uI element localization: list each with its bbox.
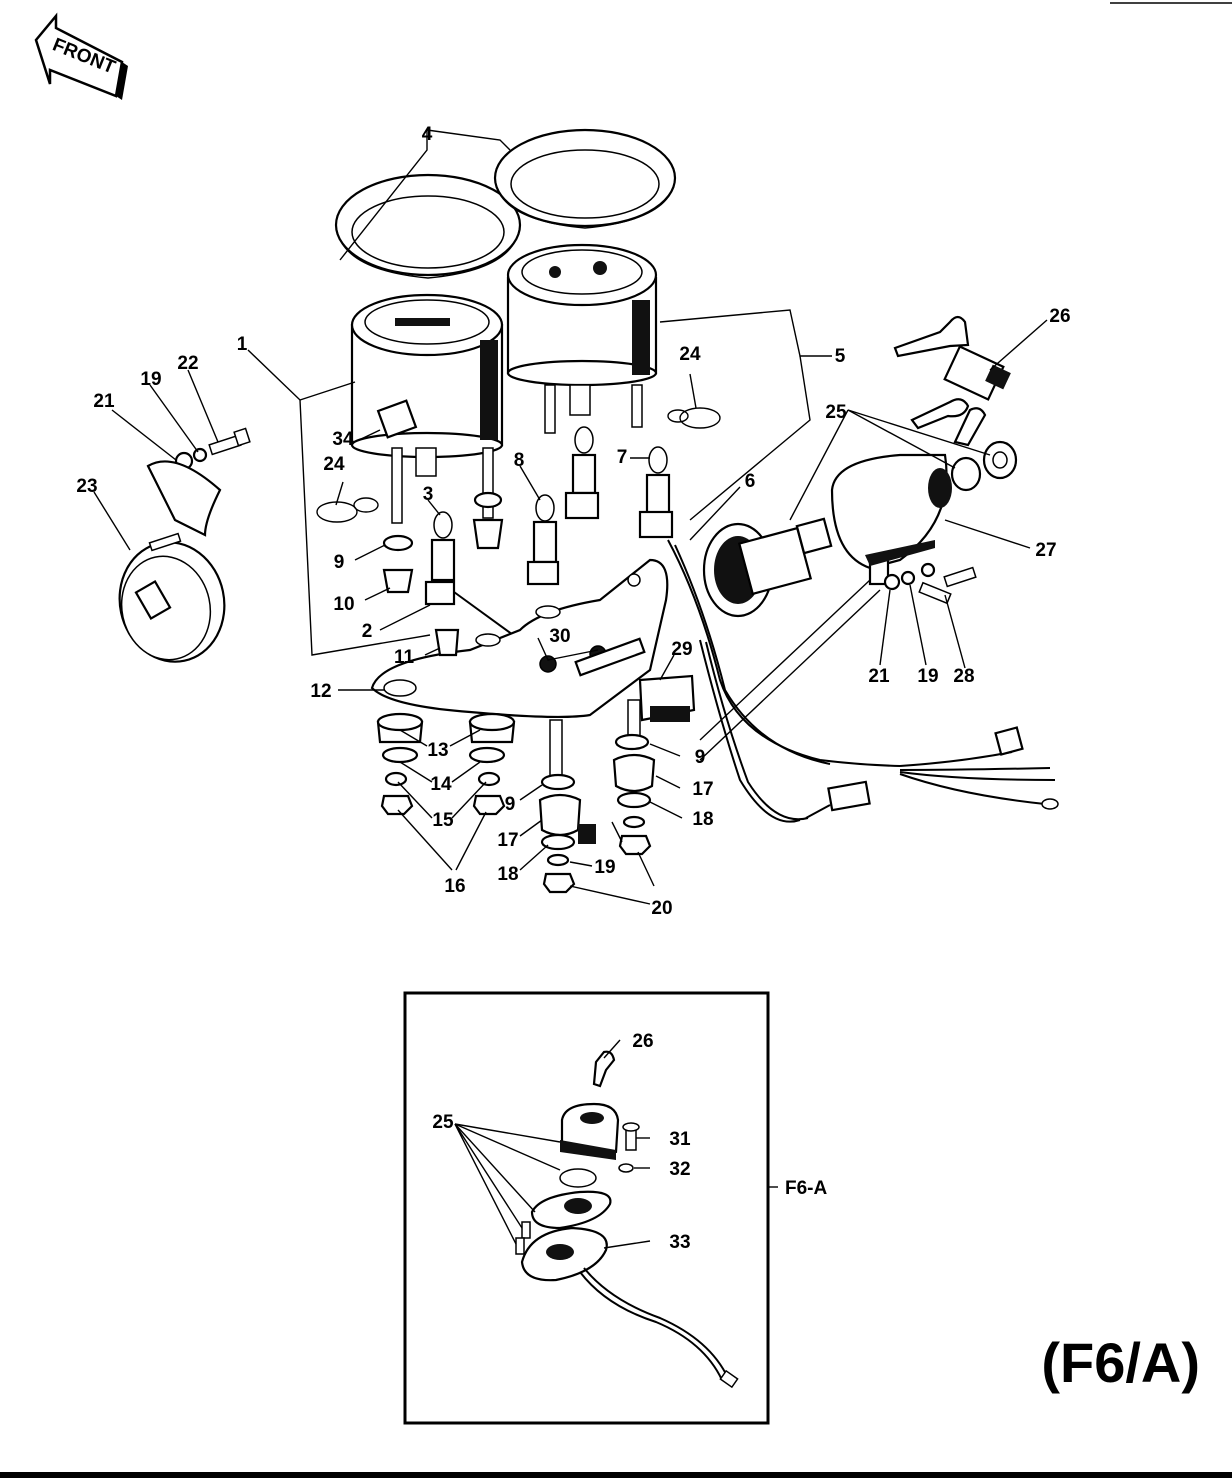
bracket-29 [638,674,696,722]
grommet-9-mid [473,491,503,509]
callout-20: 20 [651,898,672,919]
callout-24-left: 24 [323,454,345,475]
washer-right-extra [920,562,936,578]
washer-19 [192,447,208,463]
callout-22: 22 [177,353,198,374]
diagram-code: (F6/A) [1041,1331,1200,1394]
washer-21-right [883,573,901,591]
inset-wire [583,1267,729,1379]
tachometer [506,243,658,434]
grommet-9-left [382,534,414,552]
callout-14: 14 [430,774,452,795]
callout-17-right: 17 [692,779,713,800]
fastener-stack-center [468,712,516,816]
callout-9-bottom: 9 [505,794,516,815]
bulb-socket-3 [424,511,521,641]
callout-8: 8 [514,450,525,471]
inset-f6a: F6-A 26 25 31 [403,991,828,1425]
callout-28: 28 [953,666,974,687]
inset-callout-32: 32 [669,1159,690,1180]
bezel-left [334,173,522,279]
o-ring-24-left [316,497,379,523]
mounting-plate [370,558,669,719]
callout-13: 13 [427,740,448,761]
fastener-stack-mid [538,719,596,894]
callout-10: 10 [333,594,354,615]
callout-7: 7 [617,447,628,468]
callout-26: 26 [1049,306,1070,327]
callout-12: 12 [310,681,331,702]
callout-5: 5 [835,346,846,367]
bulb-socket-7b [638,446,674,539]
leader-lines [93,129,1048,905]
callout-29: 29 [671,639,692,660]
grommet-10-mid [472,518,504,550]
callout-4: 4 [422,124,433,145]
inset-key-26 [592,1050,616,1088]
bulb-socket-8 [526,494,560,586]
bezel-right [493,128,677,229]
inset-callout-26: 26 [632,1031,653,1052]
callout-labels: 4 1 5 24 26 25 6 7 8 3 34 24 9 10 2 11 1… [76,124,1070,919]
switch-cover-27 [830,453,952,586]
callout-19-right: 19 [917,666,938,687]
horn-23 [118,460,226,663]
callout-6: 6 [745,471,756,492]
bulb-socket-7a [564,426,600,520]
callout-3: 3 [423,484,434,505]
callout-23: 23 [76,476,97,497]
callout-18-right: 18 [692,809,713,830]
callout-25: 25 [825,402,847,423]
callout-17-left: 17 [497,830,518,851]
ignition-switch-6 [702,517,833,618]
fastener-stack-left [376,712,424,816]
inset-callout-25: 25 [432,1112,454,1133]
bolt-28 [918,566,977,605]
o-ring-24-right [667,407,721,429]
callout-21-right: 21 [868,666,890,687]
callout-19-bottom: 19 [594,857,615,878]
callout-1: 1 [237,334,248,355]
callout-11: 11 [394,647,415,668]
callout-9-right: 9 [695,747,706,768]
ignition-keys [893,315,1011,447]
callout-9-left: 9 [334,552,345,573]
spacer-11 [434,628,460,657]
callout-27: 27 [1035,540,1056,561]
inset-screw-b [515,1237,525,1255]
callout-34: 34 [332,429,354,450]
callout-16: 16 [444,876,465,897]
grommet-10 [382,568,414,594]
front-arrow: FRONT [34,12,128,100]
speedometer [350,293,504,524]
fastener-stack-right [612,699,656,856]
washer-19-right [900,570,916,586]
callout-24-right: 24 [679,344,701,365]
inset-washer-32 [618,1163,634,1173]
bolt-22 [208,427,251,456]
callout-18-left: 18 [497,864,518,885]
inset-label: F6-A [785,1178,828,1199]
inset-washer [559,1168,597,1188]
washer-25-a [950,456,982,492]
callout-19-left: 19 [140,369,161,390]
callout-21-left: 21 [93,391,115,412]
callout-30: 30 [549,626,570,647]
wiring-harness [667,539,1059,823]
inset-callout-31: 31 [669,1129,691,1150]
bottom-border [0,1472,1232,1478]
callout-15: 15 [432,810,454,831]
inset-screw-a [521,1221,531,1239]
callout-2: 2 [362,621,373,642]
inset-callout-33: 33 [669,1232,690,1253]
